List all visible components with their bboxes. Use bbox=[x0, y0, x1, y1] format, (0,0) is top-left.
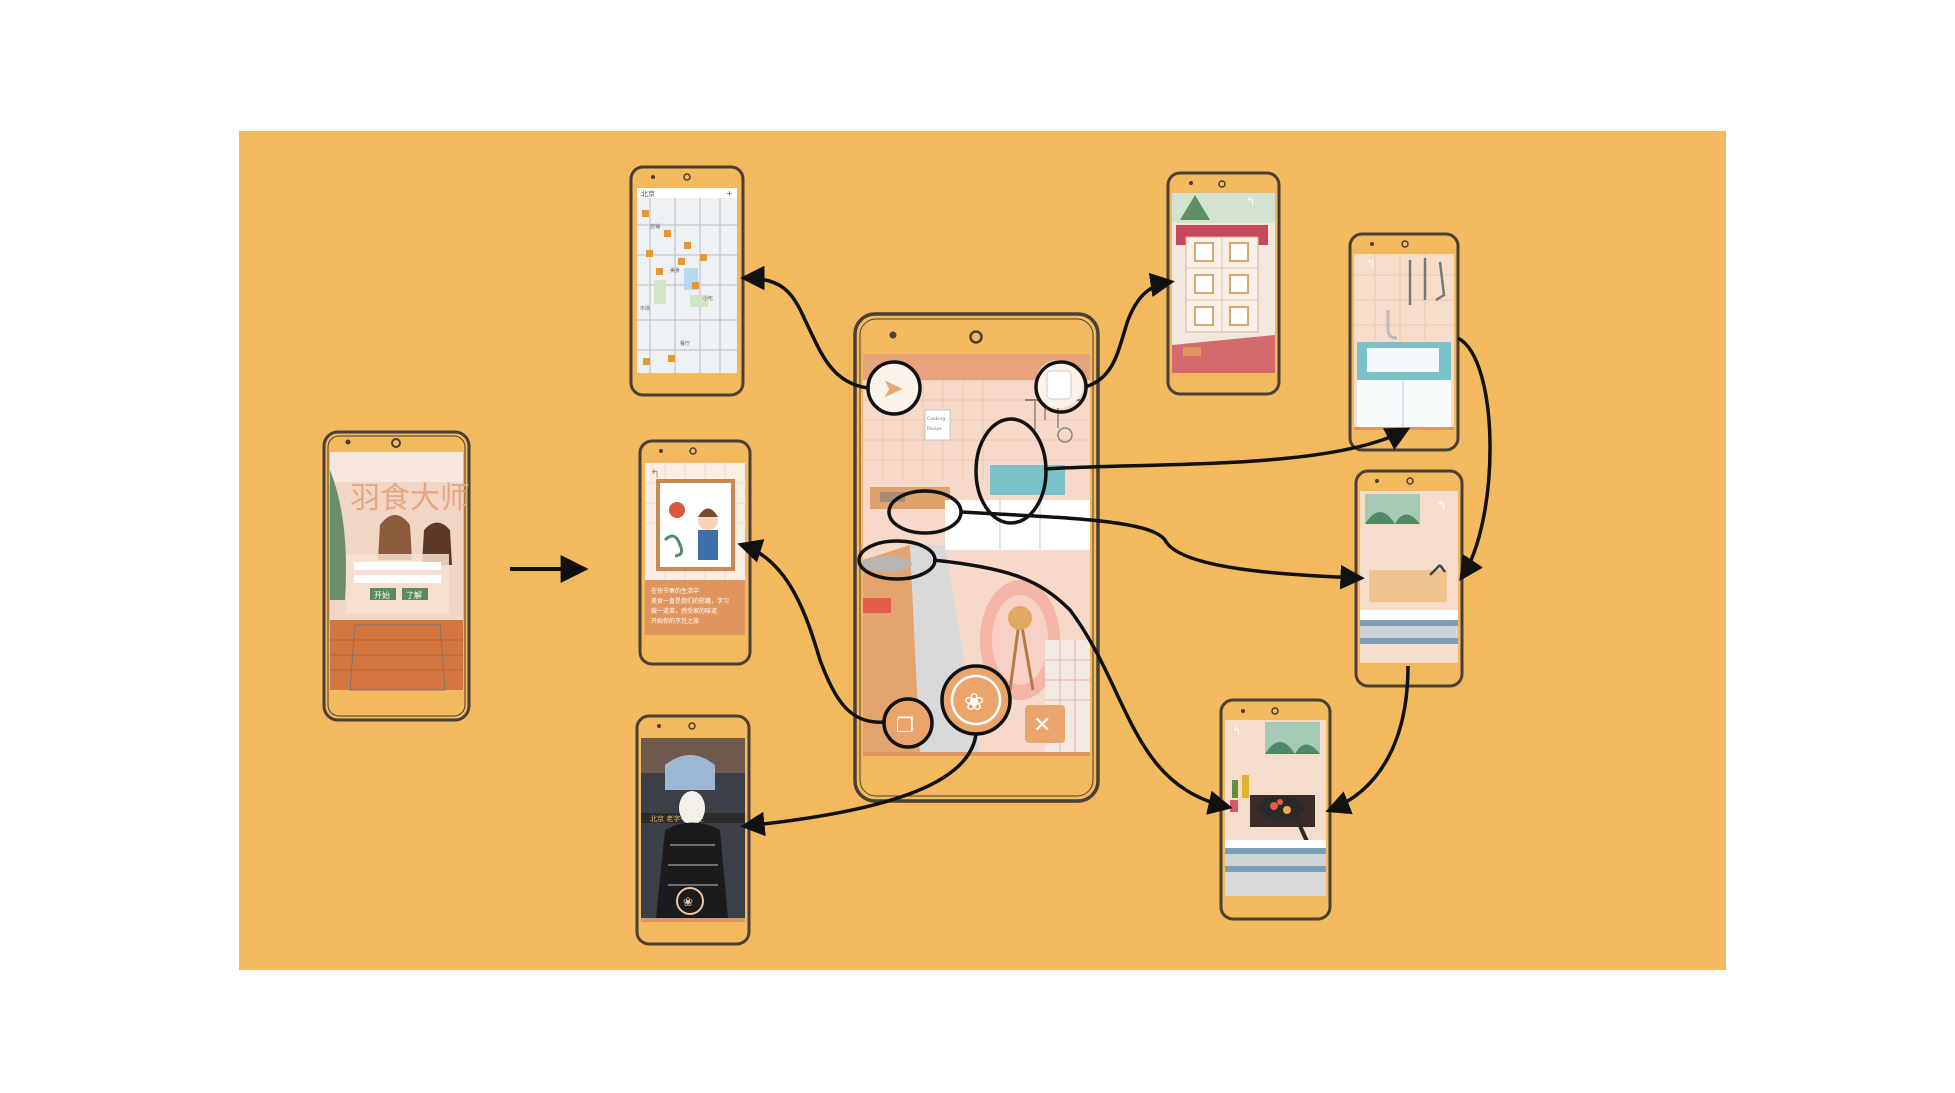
svg-text:Recipe: Recipe bbox=[927, 426, 942, 432]
arrow-sink-screen-to-cutting-screen bbox=[1457, 336, 1492, 582]
face-placeholder bbox=[679, 791, 705, 825]
utensils-icon: ✕ bbox=[1033, 713, 1051, 738]
corner-return-icon[interactable]: ↰ bbox=[1366, 257, 1375, 270]
splash-start-button[interactable]: 开始 bbox=[370, 588, 396, 600]
fridge-button[interactable] bbox=[1035, 360, 1083, 408]
tools-button[interactable]: ✕ bbox=[1025, 705, 1065, 743]
arrow-sink-to-sink-screen bbox=[1043, 427, 1411, 471]
recipe-cards-icon: ❐ bbox=[896, 713, 914, 737]
arrow-ingredients-to-photo bbox=[740, 733, 978, 837]
map-zoom-in-icon[interactable]: + bbox=[726, 189, 733, 198]
svg-text:北京: 北京 bbox=[641, 189, 655, 198]
flow-arrows bbox=[737, 265, 1492, 837]
svg-text:做一道菜，感受家的味道: 做一道菜，感受家的味道 bbox=[651, 607, 717, 615]
story-screen: ↰ 在快节奏的生活中 美食一直是我们的慰藉，学习 做一道菜，感受家的味道 开始你… bbox=[645, 463, 745, 635]
svg-text:北京 老字号 饭庄: 北京 老字号 饭庄 bbox=[650, 814, 703, 823]
phone-photo[interactable]: 北京 老字号 饭庄 ❀ bbox=[635, 714, 751, 946]
svg-text:在快节奏的生活中: 在快节奏的生活中 bbox=[651, 587, 699, 595]
pan-icon bbox=[1260, 796, 1304, 820]
story-illustration bbox=[656, 479, 735, 571]
phone-cooking[interactable]: ↰ bbox=[1219, 698, 1332, 921]
corner-return-icon[interactable]: ↰ bbox=[1232, 725, 1241, 738]
splash-screen: 羽食大师 开始 了解 bbox=[330, 452, 470, 691]
cutting-screen: ↰ bbox=[1360, 491, 1458, 663]
svg-text:餐厅: 餐厅 bbox=[680, 340, 690, 347]
map-pins bbox=[642, 210, 707, 365]
arrow-recipes-to-story bbox=[737, 539, 886, 724]
arrow-send-to-map bbox=[740, 265, 869, 390]
phone-cutting[interactable]: ↰ bbox=[1354, 469, 1464, 688]
svg-text:了解: 了解 bbox=[406, 590, 422, 600]
map-screen: 北京 店铺 美食 小吃 市场 餐厅 + bbox=[637, 188, 737, 373]
phone-story[interactable]: ↰ 在快节奏的生活中 美食一直是我们的慰藉，学习 做一道菜，感受家的味道 开始你… bbox=[638, 439, 752, 666]
arrow-fridge-to-fridge-screen bbox=[1084, 272, 1175, 389]
recipe-cards-button[interactable]: ❐ bbox=[885, 700, 931, 746]
cabbage-icon: ❀ bbox=[964, 688, 984, 716]
phone-kitchen-main[interactable]: Cooking Recipe ➤ bbox=[853, 312, 1100, 803]
svg-text:美食: 美食 bbox=[670, 267, 680, 274]
hotspot-board bbox=[887, 489, 963, 535]
svg-text:Cooking: Cooking bbox=[927, 416, 945, 422]
fridge-screen: ↰ bbox=[1172, 193, 1275, 373]
svg-text:市场: 市场 bbox=[640, 305, 650, 312]
svg-text:开始: 开始 bbox=[374, 590, 390, 600]
svg-text:小吃: 小吃 bbox=[703, 295, 713, 302]
photo-shutter-button[interactable] bbox=[676, 887, 704, 915]
arrow-cutting-to-cooking-screen bbox=[1325, 665, 1410, 815]
svg-text:开始你的烹饪之旅: 开始你的烹饪之旅 bbox=[651, 617, 699, 625]
phone-map[interactable]: 北京 店铺 美食 小吃 市场 餐厅 + bbox=[629, 165, 745, 397]
corner-return-icon[interactable]: ↰ bbox=[1246, 195, 1255, 208]
kitchen-note: Cooking Recipe bbox=[924, 409, 951, 441]
arrow-stove-to-cooking-screen bbox=[932, 558, 1233, 815]
corner-return-icon[interactable]: ↰ bbox=[650, 467, 660, 481]
phone-fridge[interactable]: ↰ bbox=[1166, 171, 1281, 396]
cooking-screen: ↰ bbox=[1225, 720, 1326, 896]
knife-icon bbox=[1408, 258, 1446, 305]
ingredients-button[interactable]: ❀ bbox=[943, 667, 1009, 733]
arrow-board-to-cutting-screen bbox=[960, 510, 1365, 590]
send-icon: ➤ bbox=[882, 374, 904, 404]
phone-sink[interactable]: ↰ bbox=[1348, 232, 1460, 452]
photo-screen: 北京 老字号 饭庄 ❀ bbox=[641, 738, 745, 922]
splash-title: 羽食大师 bbox=[350, 481, 470, 516]
svg-text:美食一直是我们的慰藉，学习: 美食一直是我们的慰藉，学习 bbox=[651, 597, 729, 605]
splash-info-button[interactable]: 了解 bbox=[402, 588, 428, 600]
knife-icon bbox=[1429, 564, 1447, 576]
send-button[interactable]: ➤ bbox=[869, 362, 919, 412]
cabbage-icon: ❀ bbox=[683, 895, 693, 909]
fridge-icon bbox=[1046, 370, 1072, 400]
hotspot-sink bbox=[974, 417, 1048, 525]
corner-return-icon[interactable]: ↰ bbox=[1437, 499, 1446, 512]
sink-screen: ↰ bbox=[1354, 254, 1454, 430]
svg-text:店铺: 店铺 bbox=[650, 223, 660, 230]
phone-splash[interactable]: 羽食大师 开始 了解 bbox=[322, 430, 471, 722]
